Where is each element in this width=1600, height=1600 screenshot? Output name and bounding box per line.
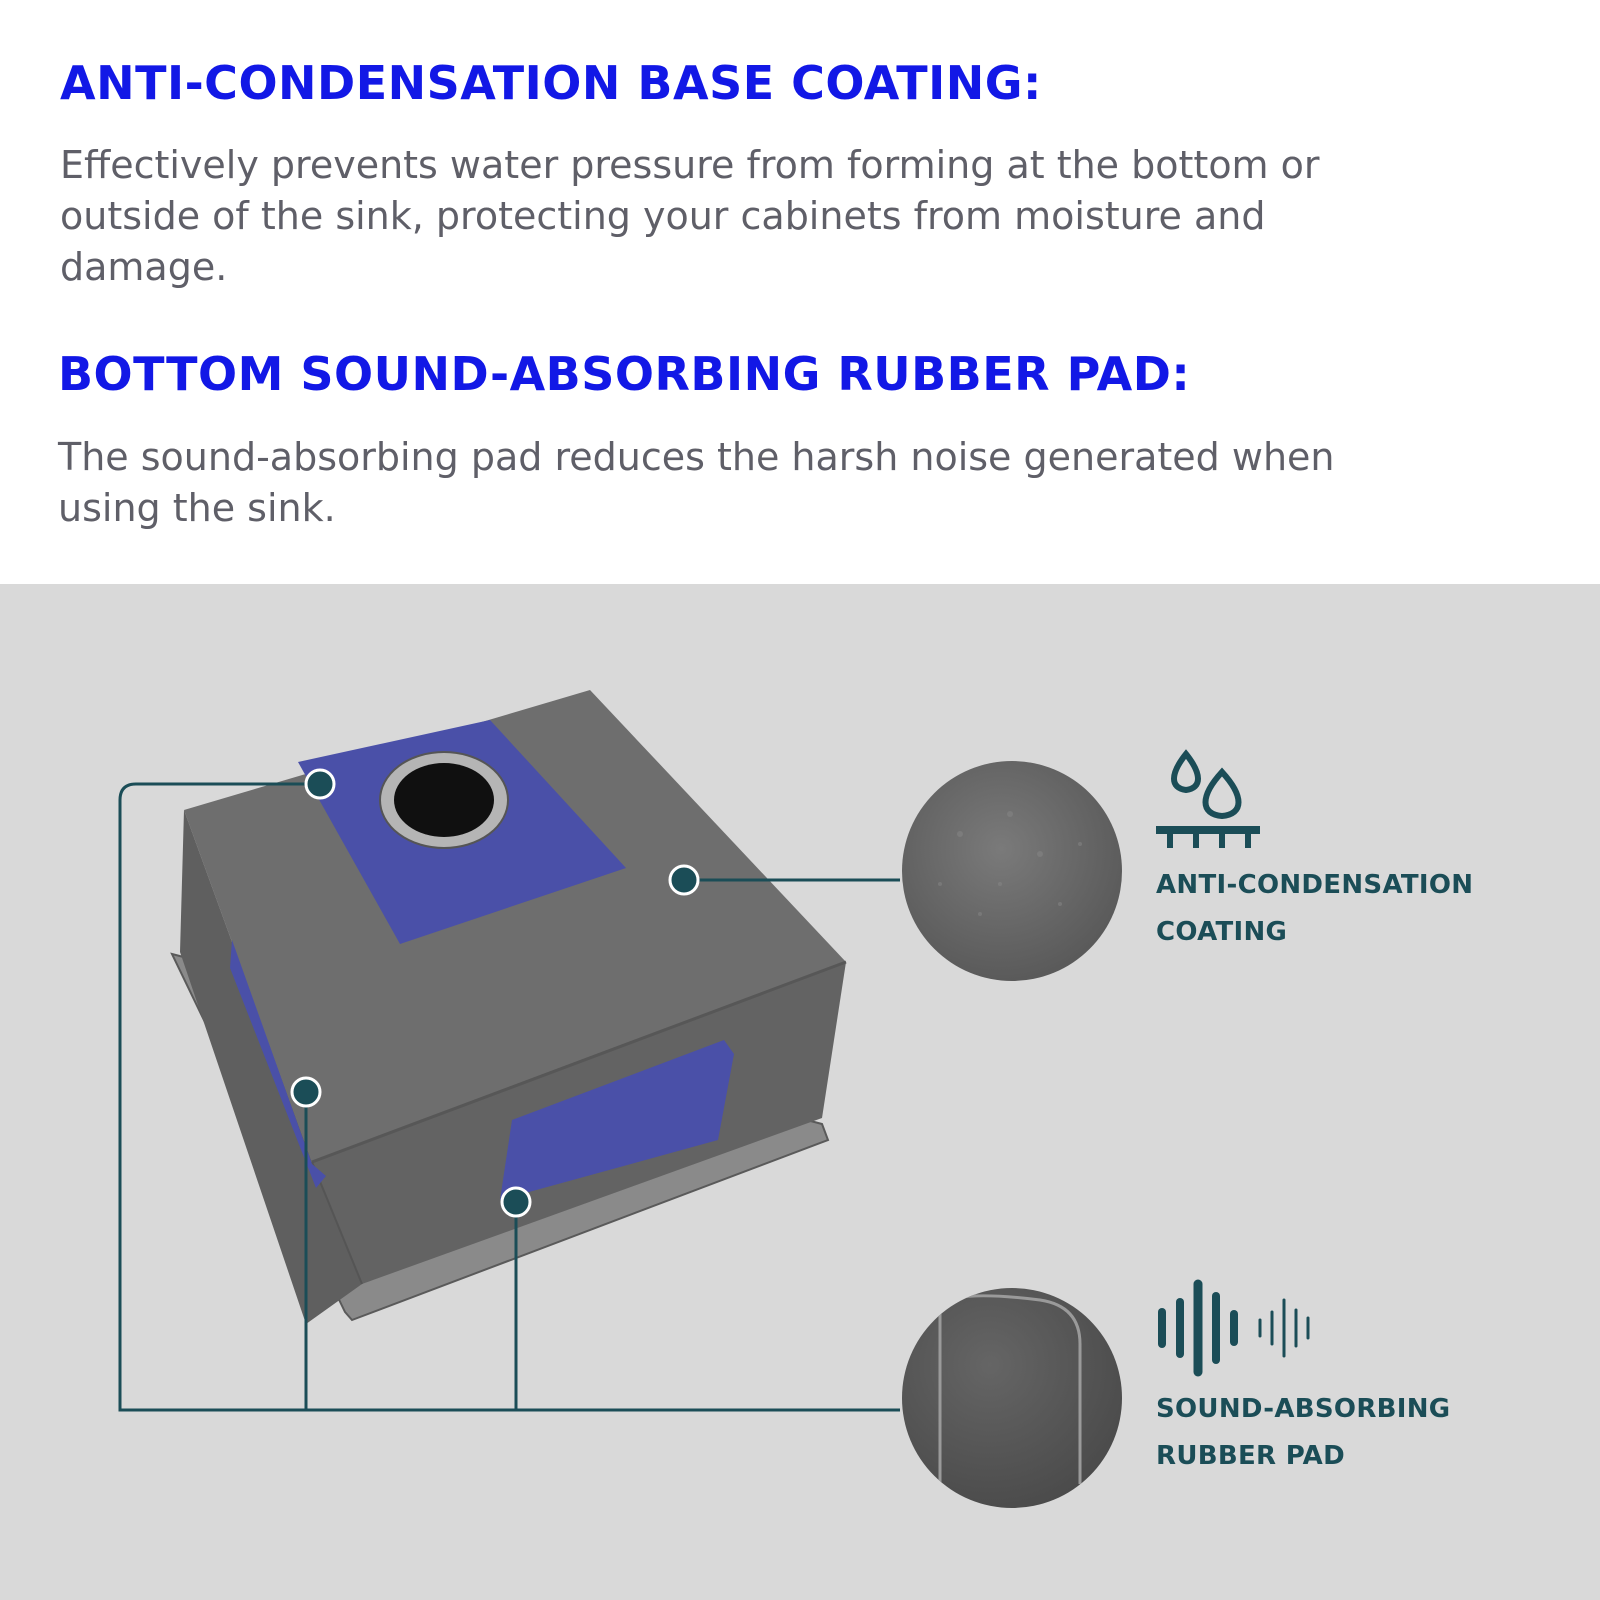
rubber-pad-callout-label: SOUND-ABSORBING RUBBER PAD: [1156, 1386, 1450, 1480]
sink-diagram: [118, 690, 1310, 1508]
callout-dot-side-pad: [290, 1076, 322, 1108]
callout-dot-bottom-pad: [304, 768, 336, 800]
rubber-pad-description: The sound-absorbing pad reduces the hars…: [58, 435, 1335, 530]
left-side-rubber-pad: [230, 940, 326, 1188]
coating-description: Effectively prevents water pressure from…: [60, 143, 1320, 289]
coating-callout-label: ANTI-CONDENSATION COATING: [1156, 862, 1473, 956]
sound-wave-icon: [1158, 1279, 1310, 1377]
rubber-pad-callout-line2: RUBBER PAD: [1156, 1441, 1345, 1471]
coating-texture-closeup: [902, 761, 1122, 981]
drain-hole: [379, 751, 509, 849]
callout-lines: [118, 782, 900, 1412]
water-drops-icon: [1156, 749, 1260, 848]
coating-callout-line1: ANTI-CONDENSATION: [1156, 870, 1474, 900]
rubber-pad-callout-line1: SOUND-ABSORBING: [1156, 1394, 1451, 1424]
callout-dot-front-pad: [500, 1186, 532, 1218]
product-illustration-panel: ANTI-CONDENSATION COATING SOUND-ABSORBIN…: [0, 584, 1600, 1600]
rubber-pad-heading: BOTTOM SOUND-ABSORBING RUBBER PAD:: [58, 347, 1191, 401]
rubber-pad-closeup: [902, 1288, 1122, 1508]
front-side-rubber-pad: [500, 1040, 734, 1200]
callout-dot-coating: [668, 864, 700, 896]
coating-callout-line2: COATING: [1156, 917, 1288, 947]
coating-heading: ANTI-CONDENSATION BASE COATING:: [60, 56, 1042, 110]
